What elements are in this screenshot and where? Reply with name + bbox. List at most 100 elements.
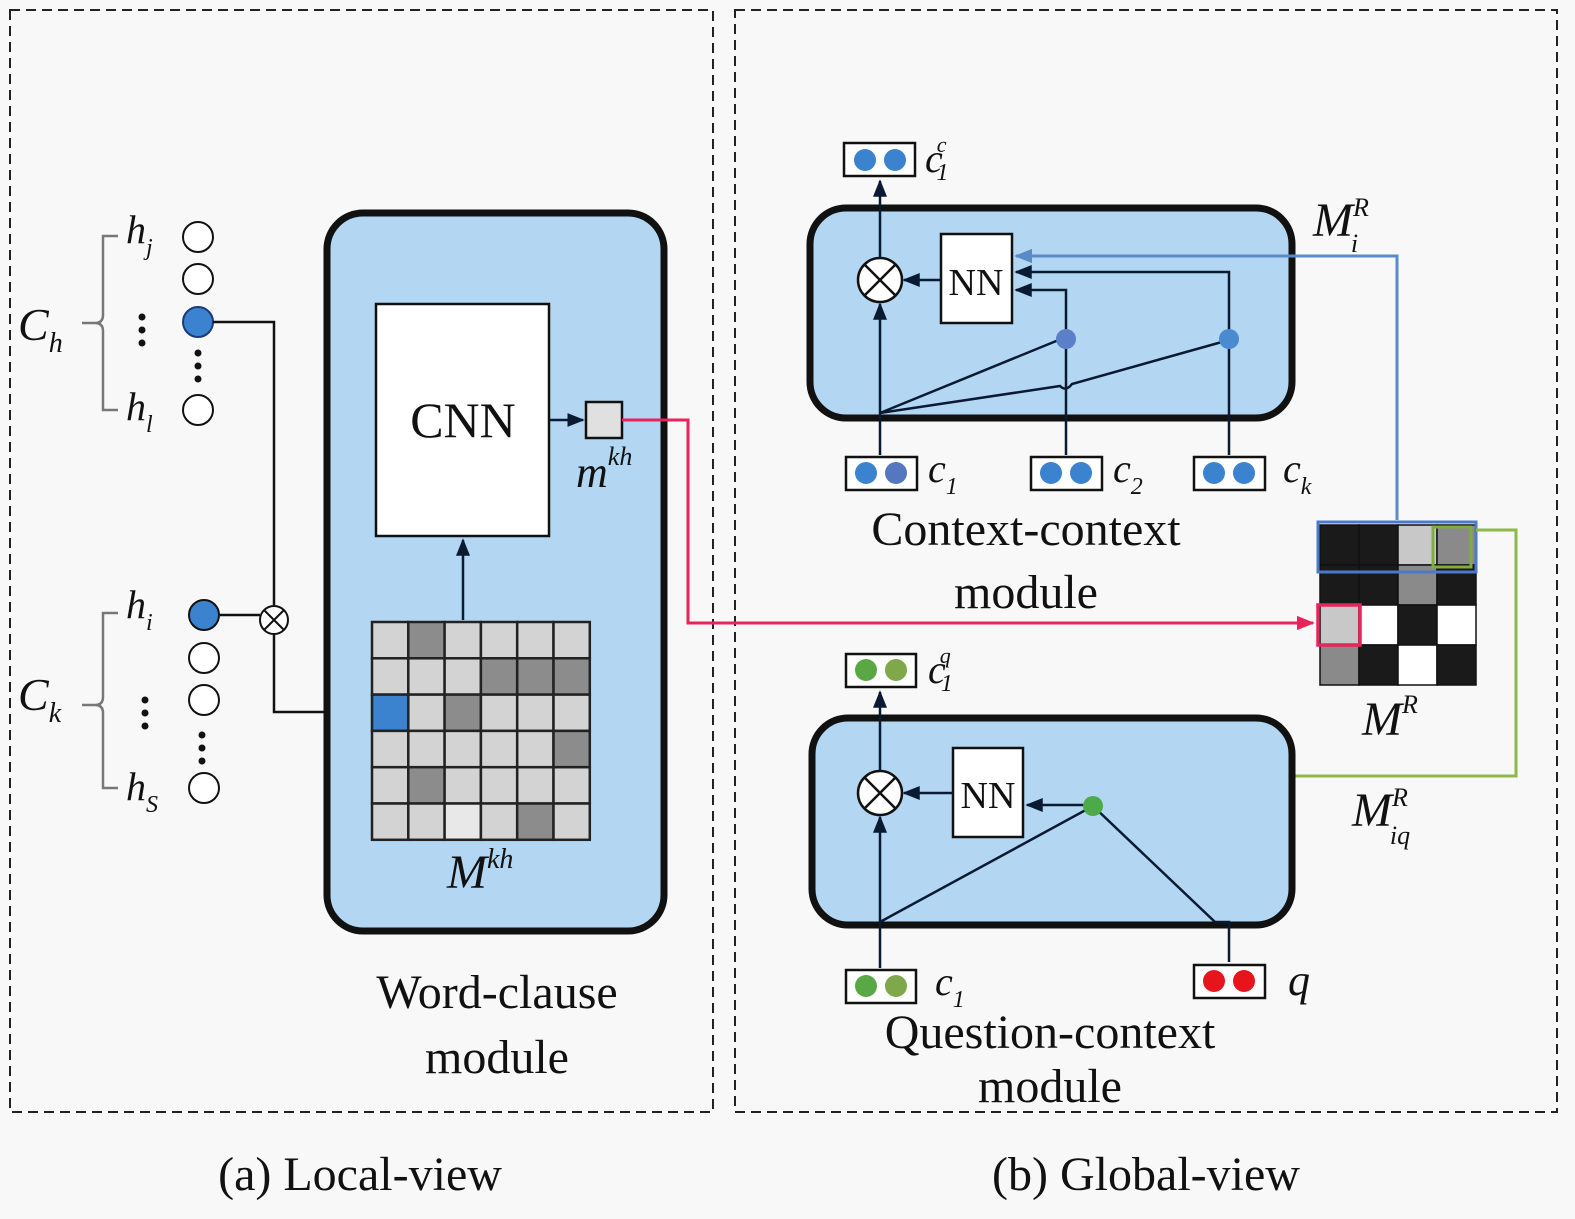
word-node[interactable] (182, 394, 214, 426)
attention-node (1056, 329, 1076, 349)
multiply-icon (856, 256, 904, 304)
connector-line (213, 320, 276, 605)
matrix-cell (1319, 644, 1360, 686)
matrix-cell (1436, 644, 1477, 686)
question-context-input-vector[interactable] (844, 968, 918, 1005)
context-input-vector[interactable] (844, 455, 919, 492)
mkh-output-cell[interactable] (584, 400, 624, 440)
matrix-cell (552, 802, 592, 842)
matrix-cell (1358, 604, 1399, 646)
matrix-cell (552, 729, 592, 769)
question-context-module-label-2: module (978, 1060, 1122, 1113)
matrix-cell (515, 693, 555, 733)
blue-link (1014, 248, 1399, 520)
matrix-cell (479, 693, 519, 733)
clause-h-group: Ch hj hl (18, 207, 214, 438)
question-output-vector[interactable] (844, 652, 918, 689)
matrix-cell (370, 620, 410, 660)
matrix-cell (407, 765, 446, 805)
ck-line (1014, 265, 1231, 455)
matrix-cell (479, 620, 519, 660)
hj-label: hj (126, 207, 153, 261)
clause-k-label: Ck (18, 669, 62, 729)
matrix-cell (1436, 604, 1477, 646)
context-input-label: c2 (1113, 446, 1143, 500)
matrix-cell (407, 802, 446, 842)
word-node[interactable] (188, 642, 220, 674)
word-node-selected[interactable] (182, 306, 214, 338)
clause-h-label: Ch (18, 299, 63, 359)
ellipsis-icon (141, 696, 149, 730)
context-input-vector[interactable] (1192, 455, 1267, 492)
word-node[interactable] (188, 772, 220, 804)
matrix-cell (515, 729, 555, 769)
clause-k-group: Ck hi hS (18, 582, 220, 818)
matrix-cell (552, 693, 592, 733)
context-context-module-label: Context-context (871, 503, 1181, 556)
word-node[interactable] (182, 263, 214, 295)
matrix-cell (515, 620, 555, 660)
ellipsis-icon (194, 349, 202, 383)
context-context-module[interactable] (806, 204, 1296, 422)
global-view-caption: (b) Global-view (992, 1148, 1300, 1201)
cnn-label: CNN (410, 392, 516, 448)
hi-label: hi (126, 582, 153, 636)
matrix-cell (1397, 644, 1438, 686)
nn-block-context[interactable] (939, 232, 1014, 325)
multiply-icon (259, 605, 289, 635)
matrix-cell (479, 657, 519, 696)
nn-block-question[interactable] (951, 746, 1025, 839)
matrix-cell (552, 765, 592, 805)
ellipsis-icon (138, 313, 146, 347)
word-node[interactable] (188, 684, 220, 716)
relation-row-highlight (1316, 520, 1478, 574)
hs-label: hS (126, 764, 158, 818)
multiply-icon (856, 769, 904, 817)
matrix-cell (1397, 604, 1438, 646)
context-context-module-label-2: module (954, 566, 1098, 619)
word-node[interactable] (182, 221, 214, 253)
matrix-cell (1358, 644, 1399, 686)
red-link (622, 418, 1315, 631)
mkh-output-label: mkh (576, 442, 632, 497)
question-context-module[interactable] (808, 714, 1296, 929)
matrix-cell (370, 802, 410, 842)
matrix-cell (370, 693, 410, 733)
nn-label: NN (949, 262, 1004, 304)
connector-line (879, 335, 1067, 415)
matrix-cell (479, 802, 519, 842)
matrix-cell (443, 657, 483, 696)
local-view-caption: (a) Local-view (218, 1148, 502, 1201)
q-line (1215, 920, 1231, 962)
matrix-cell (370, 729, 410, 769)
matrix-cell (407, 657, 446, 696)
context-input-vector[interactable] (1029, 455, 1104, 492)
matrix-cell (1358, 524, 1399, 566)
question-input-vector[interactable] (1192, 963, 1267, 1000)
hl-label: hl (126, 384, 153, 438)
ellipsis-icon (198, 731, 206, 765)
matrix-cell (443, 620, 483, 660)
word-node-selected[interactable] (188, 599, 220, 631)
matrix-cell (1397, 524, 1438, 566)
relation-cell-highlight-red (1316, 603, 1362, 647)
matrix-cell (370, 657, 410, 696)
question-input-label: q (1288, 956, 1310, 1005)
word-clause-module-label: Word-clause (376, 966, 617, 1019)
mkh-matrix-label: Mkh (446, 844, 513, 899)
context-output-vector[interactable] (842, 141, 917, 178)
matrix-cell (407, 620, 446, 660)
matrix-cell (515, 765, 555, 805)
matrix-cell (1319, 604, 1360, 646)
matrix-cell (407, 729, 446, 769)
clause-k-brace (82, 611, 118, 790)
question-context-module-label: Question-context (885, 1006, 1216, 1059)
matrix-cell (443, 802, 483, 842)
matrix-cell (407, 693, 446, 733)
matrix-cell (552, 657, 592, 696)
relation-matrix-label: MR (1361, 690, 1418, 746)
